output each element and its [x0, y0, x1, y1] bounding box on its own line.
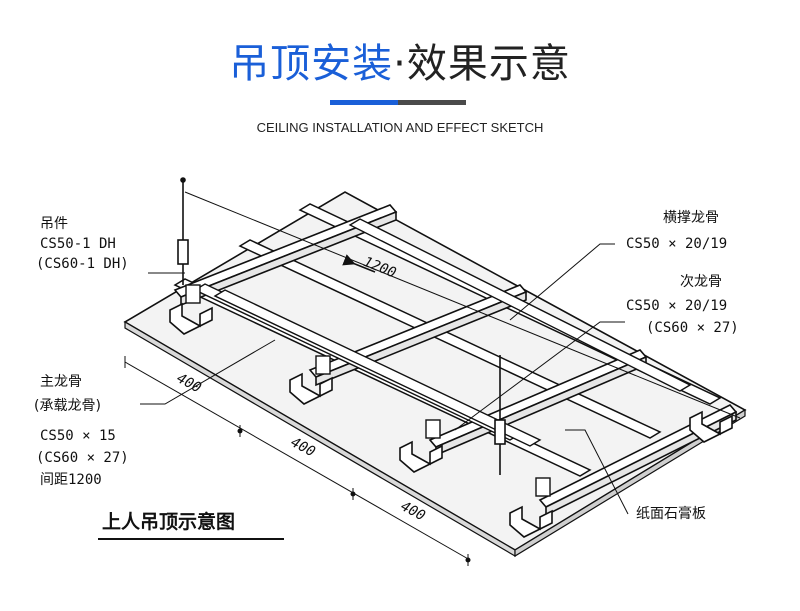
secondary-keel-spec-2: (CS60 × 27)	[646, 320, 739, 336]
gypsum-board-panel	[123, 191, 747, 558]
leader-lines	[140, 243, 629, 515]
main-keel-name-2: (承载龙骨)	[34, 398, 101, 414]
hanger-name: 吊件	[40, 216, 68, 232]
title-underline-blue	[330, 100, 398, 105]
title-blue-part: 吊顶安装	[229, 41, 394, 87]
page-subtitle: CEILING INSTALLATION AND EFFECT SKETCH	[256, 120, 544, 135]
main-keel-spec-1: CS50 × 15	[40, 428, 116, 444]
main-keel-spec-2: (CS60 × 27)	[36, 450, 129, 466]
secondary-keel-spec-1: CS50 × 20/19	[626, 298, 727, 314]
main-keel-name: 主龙骨	[40, 374, 82, 390]
title-underline-gray	[398, 100, 466, 105]
u-channel-supports	[169, 302, 733, 538]
main-keel-spacing: 间距1200	[40, 472, 102, 488]
gypsum-board-name: 纸面石膏板	[636, 505, 706, 522]
cross-keel-name: 横撑龙骨	[663, 210, 719, 226]
title-dark-part: 效果示意	[406, 41, 571, 87]
diagram-caption: 上人吊顶示意图	[102, 510, 235, 533]
hanger-spec-1: CS50-1 DH	[40, 236, 116, 252]
keel-clips	[185, 284, 551, 497]
cross-braces	[193, 218, 692, 447]
hanger-rods	[177, 177, 506, 475]
page-title: 吊顶安装·效果示意	[0, 40, 800, 88]
cross-keel-spec: CS50 × 20/19	[626, 236, 727, 252]
title-separator: ·	[393, 41, 407, 87]
bottom-dimension	[124, 356, 471, 566]
hanger-spec-2: (CS60-1 DH)	[36, 256, 129, 272]
secondary-keel-name: 次龙骨	[680, 274, 722, 290]
